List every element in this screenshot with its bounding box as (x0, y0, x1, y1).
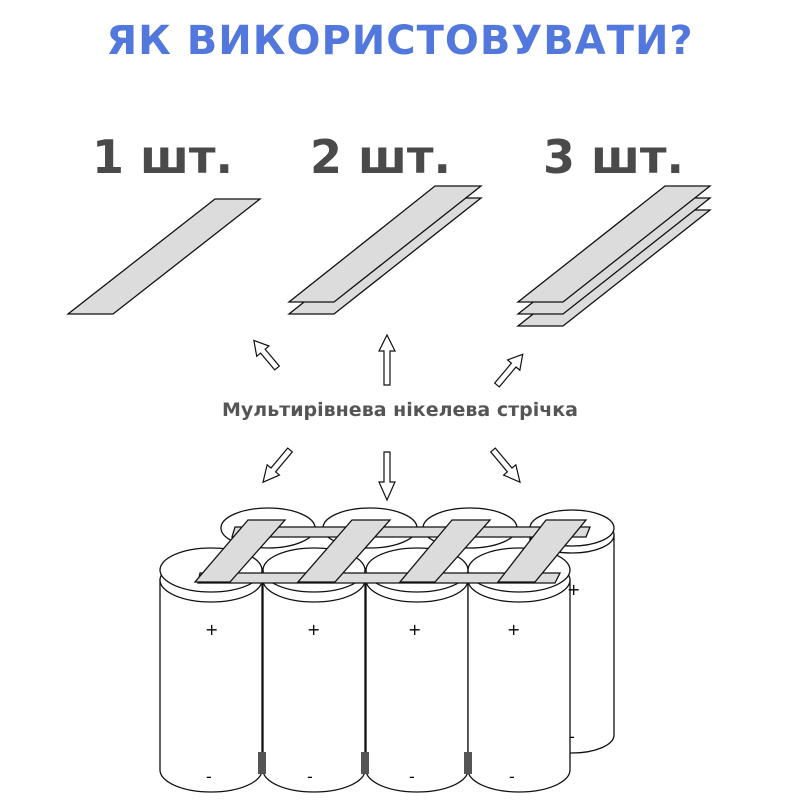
arrow-up-right-icon (493, 353, 524, 388)
page-title: ЯК ВИКОРИСТОВУВАТИ? (106, 18, 694, 64)
cell-4-negative: - (509, 767, 515, 786)
option-1-label: 1 шт. (92, 130, 234, 184)
cell-3-positive: + (408, 620, 422, 639)
top-strip-2 (296, 519, 392, 583)
top-strip-1 (193, 519, 287, 583)
option-3-label: 3 шт. (543, 130, 685, 184)
arrow-down-left-icon (262, 447, 294, 484)
strip-single-icon (66, 198, 262, 315)
arrow-up-icon (378, 333, 396, 386)
top-strip-4 (496, 519, 588, 583)
cell-2-negative: - (307, 767, 313, 786)
top-strip-3 (398, 519, 492, 583)
arrow-up-left-icon (253, 339, 281, 371)
cell-1-negative: - (206, 767, 212, 786)
cell-1-positive: + (205, 620, 219, 639)
strip-triple-upper-icon (516, 185, 712, 303)
battery-pack (159, 507, 615, 793)
strip-double-upper-icon (287, 185, 483, 303)
cell-3-negative: - (409, 767, 415, 786)
arrow-down-icon (378, 451, 396, 502)
cell-4-positive: + (507, 620, 521, 639)
cell-5-positive: + (567, 580, 581, 599)
cell-5-negative: - (569, 727, 575, 746)
option-2-label: 2 шт. (310, 130, 452, 184)
caption: Мультирівнева нікелева стрічка (222, 399, 578, 421)
arrows (253, 333, 524, 502)
arrow-down-right-icon (489, 447, 521, 484)
cell-2-positive: + (307, 620, 321, 639)
